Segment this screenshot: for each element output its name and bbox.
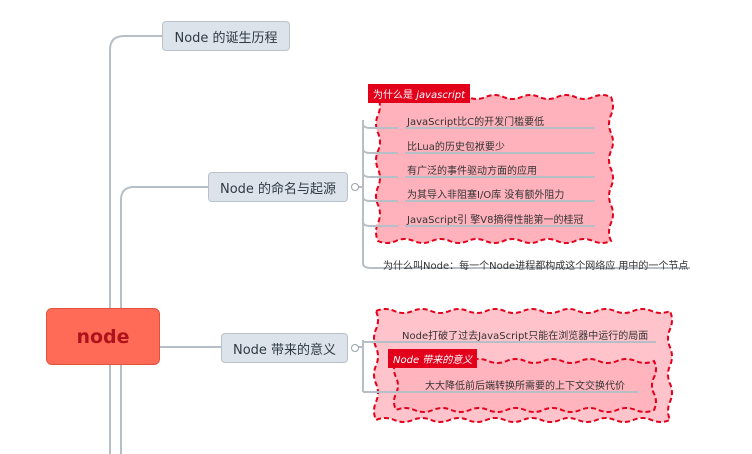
list-item[interactable]: JavaScript引 擎V8摘得性能第一的桂冠 (407, 215, 584, 226)
branch-history[interactable]: Node 的诞生历程 (162, 21, 290, 51)
list-item[interactable]: Node打破了过去JavaScript只能在浏览器中运行的局面 (402, 331, 649, 342)
connector-history (109, 35, 162, 454)
branch-significance[interactable]: Node 带来的意义 (221, 333, 348, 363)
list-item[interactable]: 有广泛的事件驱动方面的应用 (407, 166, 537, 177)
list-item[interactable]: JavaScript比C的开发门槛要低 (407, 117, 545, 128)
boundary-why-javascript (375, 94, 614, 244)
connector-naming (120, 186, 208, 454)
leaf-underline-extra (362, 262, 690, 269)
boundary-tag-why-javascript: 为什么是 javascript (368, 84, 471, 103)
tag-emphasis: javascript (416, 90, 466, 101)
connector-leaf-4 (362, 221, 398, 227)
connector-leaf-2 (362, 172, 398, 178)
root-node[interactable]: node (46, 308, 160, 365)
branch-naming-origin[interactable]: Node 的命名与起源 (208, 172, 348, 202)
connector-leaf-0 (362, 123, 398, 129)
boundary-significance-inner (393, 358, 657, 413)
collapse-toggle[interactable] (351, 183, 359, 191)
boundary-tag-significance: Node 带来的意义 (388, 349, 478, 368)
list-item[interactable]: 大大降低前后端转换所需要的上下文交换代价 (425, 381, 625, 392)
list-item[interactable]: 比Lua的历史包袱要少 (407, 142, 505, 153)
connector-leaf-1 (362, 148, 398, 154)
list-item-extra[interactable]: 为什么叫Node：每一个Node进程都构成这个网络应 用中的一个节点 (383, 261, 689, 272)
tag-label: Node 带来的意义 (393, 355, 473, 366)
connector-leaf-3 (362, 196, 398, 202)
list-item[interactable]: 为其导入非阻塞I/O库 没有额外阻力 (407, 190, 565, 201)
collapse-toggle[interactable] (351, 344, 359, 352)
tag-prefix: 为什么是 (373, 90, 413, 101)
